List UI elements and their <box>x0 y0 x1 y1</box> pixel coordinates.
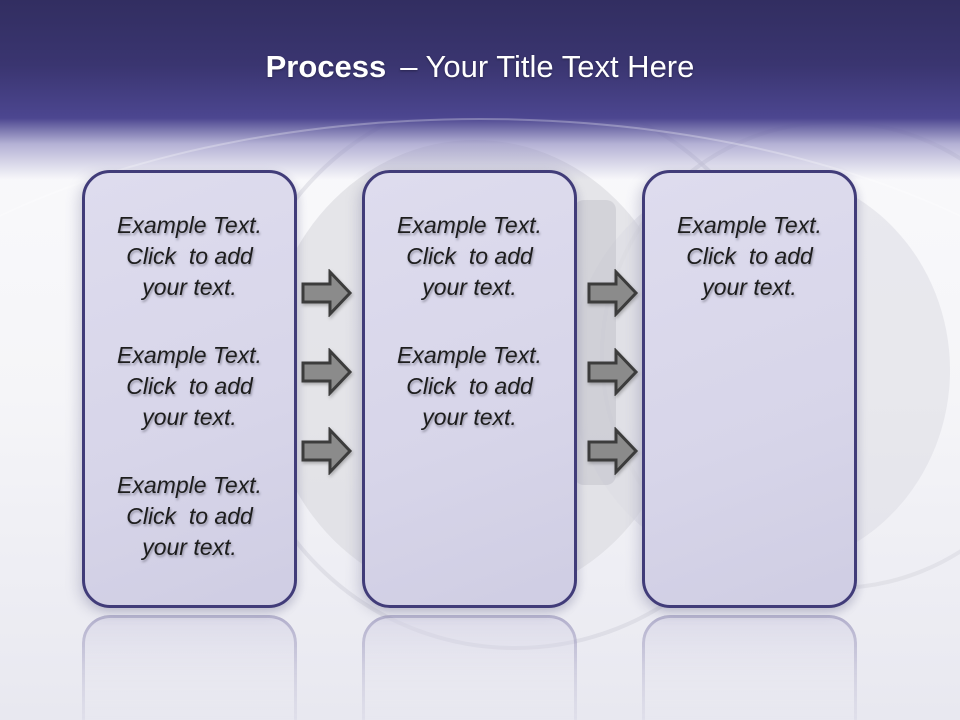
placeholder-text[interactable]: Example Text. Click to add your text. <box>397 212 542 300</box>
process-box-2[interactable]: Example Text. Click to add your text. Ex… <box>362 170 577 608</box>
right-arrow-icon[interactable] <box>301 269 353 317</box>
box-reflection <box>362 615 577 720</box>
box-reflection <box>82 615 297 720</box>
placeholder-text[interactable]: Example Text. Click to add your text. <box>677 212 822 300</box>
right-arrow-icon[interactable] <box>301 427 353 475</box>
right-arrow-icon[interactable] <box>587 269 639 317</box>
title-keyword: Process <box>265 49 387 84</box>
decor-swoosh-arc <box>0 118 960 720</box>
slide-title[interactable]: Process – Your Title Text Here <box>0 50 960 84</box>
placeholder-text[interactable]: Example Text. Click to add your text. <box>117 212 262 300</box>
slide-header: Process – Your Title Text Here <box>0 0 960 118</box>
box-reflection <box>642 615 857 720</box>
placeholder-text[interactable]: Example Text. Click to add your text. <box>397 342 542 430</box>
placeholder-text[interactable]: Example Text. Click to add your text. <box>117 342 262 430</box>
title-rest: – Your Title Text Here <box>400 49 695 84</box>
process-box-1[interactable]: Example Text. Click to add your text. Ex… <box>82 170 297 608</box>
placeholder-text[interactable]: Example Text. Click to add your text. <box>117 472 262 560</box>
process-box-3[interactable]: Example Text. Click to add your text. <box>642 170 857 608</box>
right-arrow-icon[interactable] <box>301 348 353 396</box>
right-arrow-icon[interactable] <box>587 427 639 475</box>
right-arrow-icon[interactable] <box>587 348 639 396</box>
